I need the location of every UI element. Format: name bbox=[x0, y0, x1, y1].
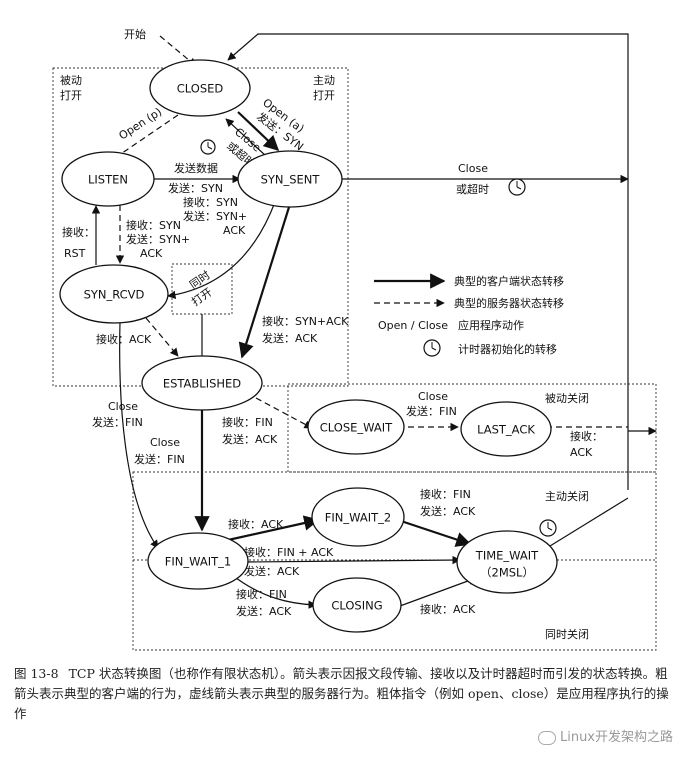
svg-text:LISTEN: LISTEN bbox=[88, 173, 128, 187]
recv-syn-label-2: 接收：SYN bbox=[183, 195, 238, 209]
established-to-close-wait-arrow bbox=[255, 397, 313, 429]
svg-text:FIN_WAIT_2: FIN_WAIT_2 bbox=[325, 511, 391, 525]
recv-label: 接收： bbox=[62, 225, 95, 239]
state-established: ESTABLISHED bbox=[141, 355, 263, 411]
legend-timer-label: 计时器初始化的转移 bbox=[458, 342, 557, 356]
timer-icon bbox=[423, 339, 441, 357]
active-close-region bbox=[132, 471, 657, 651]
send-ack-label: 发送：ACK bbox=[262, 331, 318, 345]
svg-text:（2MSL）: （2MSL） bbox=[480, 566, 534, 580]
state-last-ack: LAST_ACK bbox=[460, 401, 552, 457]
send-syn-ack-label: 发送：SYN+ bbox=[126, 232, 190, 246]
start-arrow bbox=[159, 35, 197, 67]
close-label-4: Close bbox=[418, 390, 448, 403]
closing-to-time-wait-arrow bbox=[399, 576, 477, 607]
send-data-label: 发送数据 bbox=[174, 161, 218, 175]
or-timeout-label-2: 或超时 bbox=[456, 182, 489, 196]
recv-syn-label: 接收：SYN bbox=[126, 218, 181, 232]
syn-rcvd-to-fin-wait-1-arrow bbox=[119, 321, 159, 549]
syn-rcvd-to-established-arrow bbox=[145, 317, 179, 357]
close-label-5: Close bbox=[458, 162, 488, 175]
closed-to-listen-arrow bbox=[111, 114, 179, 161]
legend-client-label: 典型的客户端状态转移 bbox=[454, 274, 564, 288]
state-syn-sent: SYN_SENT bbox=[237, 150, 343, 208]
fin-wait-1-to-time-wait-arrow bbox=[244, 555, 461, 565]
recv-fin-ack-label: 接收：FIN + ACK bbox=[244, 545, 334, 559]
state-closed: CLOSED bbox=[149, 59, 251, 117]
state-fin-wait-2: FIN_WAIT_2 bbox=[311, 487, 405, 547]
recv-ack-label-3: 接收：ACK bbox=[420, 602, 476, 616]
legend-app-action-example: Open / Close bbox=[378, 319, 448, 332]
ack-label-2: ACK bbox=[223, 224, 246, 237]
svg-text:CLOSE_WAIT: CLOSE_WAIT bbox=[320, 421, 393, 435]
passive-open-label-2: 打开 bbox=[60, 88, 82, 102]
start-label: 开始 bbox=[124, 27, 146, 41]
passive-close-label: 被动关闭 bbox=[545, 391, 589, 405]
syn-sent-to-established-arrow bbox=[238, 203, 292, 359]
state-syn-rcvd: SYN_RCVD bbox=[59, 264, 169, 324]
svg-text:FIN_WAIT_1: FIN_WAIT_1 bbox=[165, 555, 231, 569]
fin-wait-1-to-closing-arrow bbox=[231, 574, 317, 609]
recv-fin-label-2: 接收：FIN bbox=[420, 487, 471, 501]
legend-server-label: 典型的服务器状态转移 bbox=[454, 296, 564, 310]
recv-fin-label: 接收：FIN bbox=[222, 415, 273, 429]
legend-app-label: 应用程序动作 bbox=[458, 318, 524, 332]
svg-text:SYN_RCVD: SYN_RCVD bbox=[84, 288, 145, 302]
send-fin-label-3: 发送：FIN bbox=[406, 404, 457, 418]
send-syn-ack-label-2: 发送：SYN+ bbox=[183, 209, 247, 223]
ack-label-1: ACK bbox=[140, 247, 163, 260]
svg-text:LAST_ACK: LAST_ACK bbox=[477, 423, 535, 437]
ack-label-3: ACK bbox=[570, 446, 593, 459]
figure-caption-text: TCP 状态转换图（也称作有限状态机）。箭头表示因报文段传输、接收以及计时器超时… bbox=[14, 666, 669, 721]
send-fin-label-2: 发送：FIN bbox=[134, 452, 185, 466]
passive-open-label-1: 被动 bbox=[60, 74, 82, 87]
open-p-label: Open (p) bbox=[117, 105, 165, 142]
fin-wait-2-to-time-wait-arrow bbox=[397, 518, 472, 547]
watermark: Linux开发架构之路 bbox=[537, 726, 673, 745]
send-ack-label-3: 发送：ACK bbox=[420, 504, 476, 518]
svg-text:ESTABLISHED: ESTABLISHED bbox=[163, 377, 241, 391]
tcp-state-diagram: 被动 打开 主动 打开 被动关闭 主动关闭 同时关闭 同时 打开 开始 Open… bbox=[52, 27, 657, 651]
syn-sent-to-syn-rcvd-arrow bbox=[167, 201, 276, 299]
svg-text:TIME_WAIT: TIME_WAIT bbox=[475, 549, 539, 563]
state-closing: CLOSING bbox=[312, 577, 402, 633]
wechat-icon bbox=[537, 730, 556, 745]
timer-icon bbox=[539, 519, 557, 537]
timer-icon bbox=[508, 178, 526, 196]
svg-text:CLOSING: CLOSING bbox=[331, 599, 382, 613]
state-close-wait: CLOSE_WAIT bbox=[307, 399, 405, 455]
send-syn-label-2: 发送：SYN bbox=[168, 181, 223, 195]
figure-number: 图 13-8 bbox=[14, 666, 59, 681]
send-ack-label-2: 发送：ACK bbox=[222, 432, 278, 446]
recv-syn-ack-label: 接收：SYN+ACK bbox=[262, 314, 349, 328]
recv-ack-label: 接收：ACK bbox=[96, 332, 152, 346]
fin-wait-1-to-fin-wait-2-arrow bbox=[227, 515, 320, 542]
recv-ack-label-2: 接收：ACK bbox=[228, 517, 284, 531]
svg-text:CLOSED: CLOSED bbox=[177, 82, 224, 96]
svg-text:SYN_SENT: SYN_SENT bbox=[261, 173, 321, 187]
legend: 典型的客户端状态转移 典型的服务器状态转移 Open / Close 应用程序动… bbox=[374, 273, 564, 357]
active-open-label-1: 主动 bbox=[313, 74, 335, 87]
simultaneous-close-label: 同时关闭 bbox=[545, 627, 589, 641]
send-fin-label: 发送：FIN bbox=[92, 415, 143, 429]
return-to-closed-arrow bbox=[227, 33, 629, 490]
closed-to-syn-sent-arrow bbox=[237, 111, 280, 152]
active-close-label: 主动关闭 bbox=[545, 489, 589, 503]
close-label-2: Close bbox=[108, 400, 138, 413]
send-ack-label-5: 发送：ACK bbox=[236, 604, 292, 618]
state-fin-wait-1: FIN_WAIT_1 bbox=[147, 532, 249, 590]
watermark-text: Linux开发架构之路 bbox=[559, 730, 673, 745]
syn-sent-to-closed-arrow bbox=[225, 118, 267, 157]
state-listen: LISTEN bbox=[61, 151, 155, 207]
active-open-label-2: 打开 bbox=[313, 88, 335, 102]
send-ack-label-4: 发送：ACK bbox=[244, 564, 300, 578]
state-time-wait: TIME_WAIT （2MSL） bbox=[456, 530, 558, 594]
time-wait-to-closed-line bbox=[549, 497, 629, 547]
close-label-3: Close bbox=[150, 436, 180, 449]
recv-fin-label-3: 接收：FIN bbox=[236, 587, 287, 601]
recv-colon-label: 接收： bbox=[570, 429, 603, 443]
timer-icon bbox=[200, 139, 216, 155]
rst-label: RST bbox=[64, 247, 86, 260]
